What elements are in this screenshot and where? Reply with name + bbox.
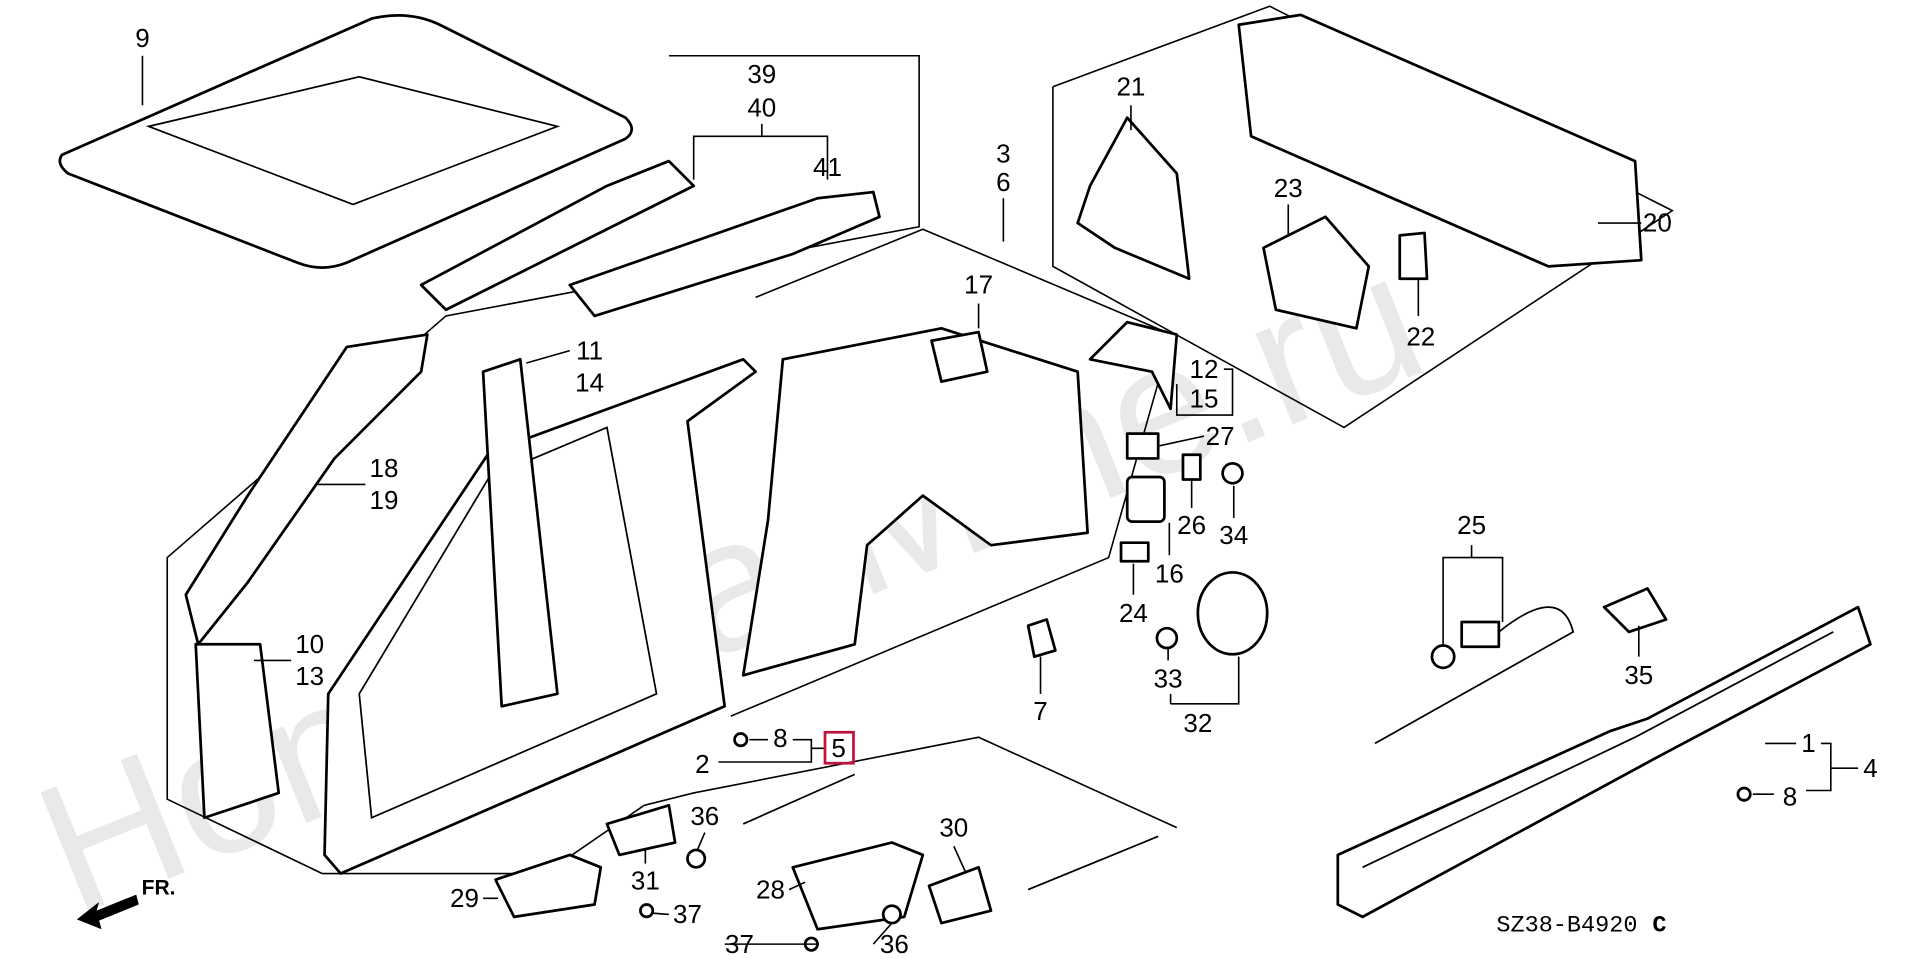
callout-12[interactable]: 12 (1190, 354, 1219, 384)
callout-31[interactable]: 31 (631, 866, 660, 896)
callout-32[interactable]: 32 (1183, 708, 1212, 738)
cable-30 (1027, 835, 1159, 891)
roof-rail-39 (419, 159, 696, 312)
rear-panel-20 (1237, 13, 1643, 268)
bracket-24 (1119, 541, 1150, 563)
callout-1[interactable]: 1 (1801, 728, 1815, 758)
bolt-34 (1221, 462, 1244, 485)
roof-rail-41 (568, 190, 881, 318)
clip-33 (1155, 626, 1179, 650)
callout-13[interactable]: 13 (295, 661, 324, 691)
screw-8a (733, 732, 749, 748)
handle-28 (791, 841, 925, 931)
callout-10[interactable]: 10 (295, 629, 324, 659)
callout-8[interactable]: 8 (773, 723, 787, 753)
leader-lines (141, 55, 1859, 945)
callout-9[interactable]: 9 (135, 23, 149, 53)
bracket-30 (927, 865, 993, 925)
callout-41[interactable]: 41 (813, 152, 842, 182)
callout-30[interactable]: 30 (939, 812, 968, 842)
callout-23[interactable]: 23 (1274, 173, 1303, 203)
cable-5 (742, 773, 856, 825)
callout-34[interactable]: 34 (1219, 520, 1248, 550)
callout-20[interactable]: 20 (1643, 208, 1672, 238)
highlight-box (823, 730, 855, 765)
callout-36[interactable]: 36 (690, 801, 719, 831)
side-sill-1 (1336, 605, 1872, 919)
bolt-36b (881, 904, 902, 925)
callout-36[interactable]: 36 (880, 929, 909, 959)
clip-7 (1026, 618, 1057, 659)
callout-37[interactable]: 37 (673, 899, 702, 929)
callout-6[interactable]: 6 (996, 167, 1010, 197)
front-direction-arrow: FR. (76, 877, 176, 930)
callout-24[interactable]: 24 (1119, 598, 1148, 628)
bracket-27 (1125, 432, 1160, 460)
callout-27[interactable]: 27 (1206, 421, 1235, 451)
callout-3[interactable]: 3 (996, 138, 1010, 168)
pillar-10 (194, 642, 281, 820)
fuel-housing-32 (1196, 571, 1269, 656)
callout-35[interactable]: 35 (1624, 660, 1653, 690)
a-pillar-18 (184, 333, 429, 646)
callout-29[interactable]: 29 (450, 883, 479, 913)
front-label: FR. (142, 877, 176, 900)
callout-11[interactable]: 11 (576, 335, 603, 365)
screw-8b (1736, 786, 1752, 802)
drawing-code: SZ38-B4920 (1496, 913, 1637, 940)
callout-15[interactable]: 15 (1190, 384, 1219, 414)
callout-19[interactable]: 19 (370, 485, 399, 515)
clip-22 (1398, 231, 1429, 281)
callout-4[interactable]: 4 (1863, 753, 1877, 783)
revision-letter: C (1652, 913, 1666, 940)
callout-21[interactable]: 21 (1116, 71, 1145, 101)
callout-18[interactable]: 18 (370, 453, 399, 483)
rear-fender-3 (741, 326, 1089, 677)
callout-33[interactable]: 33 (1154, 664, 1183, 694)
callout-7[interactable]: 7 (1033, 696, 1047, 726)
b-pillar-11 (481, 357, 559, 708)
callout-25[interactable]: 25 (1457, 510, 1486, 540)
callout-5[interactable]: 5 (831, 733, 845, 763)
bracket-35 (1602, 587, 1668, 634)
fuel-lid-17 (930, 330, 989, 383)
callout-22[interactable]: 22 (1406, 322, 1435, 352)
callout-28[interactable]: 28 (756, 874, 785, 904)
callout-2[interactable]: 2 (695, 749, 709, 779)
bracket-21 (1076, 116, 1191, 281)
bracket-31 (605, 803, 677, 857)
callout-26[interactable]: 26 (1177, 510, 1206, 540)
callout-17[interactable]: 17 (964, 270, 993, 300)
bolt-36a (686, 848, 707, 869)
callout-16[interactable]: 16 (1155, 558, 1184, 588)
roof-panel-9 (58, 14, 634, 269)
cable-25 (1374, 606, 1575, 745)
part-26 (1181, 453, 1202, 481)
callout-8[interactable]: 8 (1783, 781, 1797, 811)
part-16 (1125, 475, 1166, 523)
callout-40[interactable]: 40 (747, 92, 776, 122)
screw-37a (639, 903, 655, 919)
callout-14[interactable]: 14 (575, 368, 604, 398)
bracket-12 (1088, 320, 1179, 411)
handle-29 (494, 853, 603, 919)
callout-39[interactable]: 39 (747, 59, 776, 89)
bracket-23 (1262, 215, 1371, 330)
callout-37[interactable]: 37 (725, 929, 754, 959)
